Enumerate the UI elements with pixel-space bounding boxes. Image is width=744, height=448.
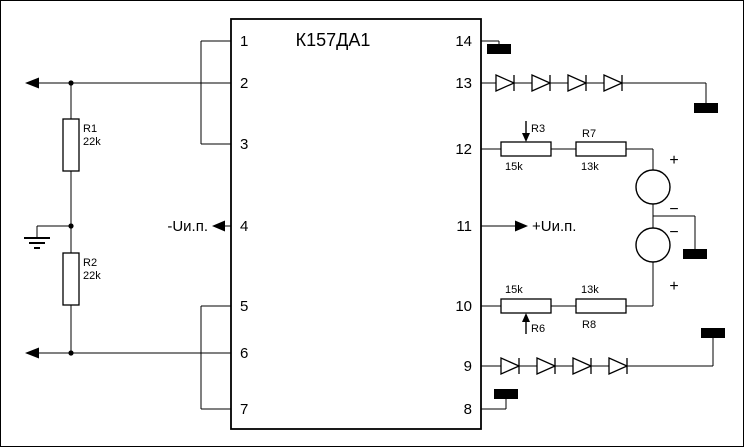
resistor-r8 <box>575 298 627 314</box>
pot-r3 <box>500 141 552 157</box>
pin-2-number: 2 <box>240 75 248 92</box>
pin-8-number: 8 <box>464 401 472 418</box>
pot-r3-wiper-arrow <box>522 121 530 142</box>
source1-plus-label: + <box>669 152 678 169</box>
diode-icon <box>500 356 521 376</box>
right-wires <box>481 40 714 410</box>
pin-1-number: 1 <box>240 33 248 50</box>
pot-r6-wiper-arrow <box>522 313 530 334</box>
r6-name-label: R6 <box>531 323 545 335</box>
pos-supply-label: +Uи.п. <box>532 218 576 235</box>
diode-icon <box>572 356 593 376</box>
r3-name-label: R3 <box>531 123 545 135</box>
diode-icon <box>603 73 624 93</box>
ground-symbol-left <box>24 237 50 249</box>
source2-minus-label: − <box>669 224 678 241</box>
pin-7-number: 7 <box>240 401 248 418</box>
ground-bar-pin9 <box>701 328 725 338</box>
ground-bar-pin13 <box>694 103 718 113</box>
pin-3-number: 3 <box>240 136 248 153</box>
pin-11-number: 11 <box>456 218 472 235</box>
junction-dot <box>68 223 74 229</box>
r7-name-label: R7 <box>582 128 596 140</box>
r6-value-label: 15k <box>505 284 523 296</box>
pin-12-number: 12 <box>455 141 472 158</box>
pot-r6 <box>500 298 552 314</box>
resistor-r2 <box>62 252 80 306</box>
junction-dot <box>68 350 74 356</box>
r3-value-label: 15k <box>505 161 523 173</box>
neg-supply-arrow-icon <box>212 220 225 232</box>
arrow-out-bottom-icon <box>25 347 39 359</box>
pin-5-number: 5 <box>240 298 248 315</box>
diode-icon <box>567 73 588 93</box>
junction-dot <box>68 80 74 86</box>
pin-14-number: 14 <box>455 33 472 50</box>
resistor-r7 <box>575 141 627 157</box>
pin-13-number: 13 <box>455 75 472 92</box>
ground-bar-sources <box>683 249 707 259</box>
source-circle-2 <box>635 227 671 263</box>
source2-plus-label: + <box>669 278 678 295</box>
ic-body <box>230 18 482 430</box>
diode-icon <box>608 356 629 376</box>
arrow-out-top-icon <box>25 77 39 89</box>
pos-supply-arrow-icon <box>515 220 528 232</box>
diode-icon <box>495 73 516 93</box>
resistor-r1 <box>62 118 80 172</box>
r2-name-label: R2 <box>83 257 97 269</box>
pin-10-number: 10 <box>455 298 472 315</box>
r8-name-label: R8 <box>582 319 596 331</box>
r8-value-label: 13k <box>581 284 599 296</box>
pin-4-number: 4 <box>240 218 248 235</box>
r1-value-label: 22k <box>83 136 101 148</box>
diode-icon <box>536 356 557 376</box>
diode-icon <box>531 73 552 93</box>
ground-bar-pin14 <box>487 44 511 54</box>
r2-value-label: 22k <box>83 270 101 282</box>
r1-name-label: R1 <box>83 123 97 135</box>
pin-9-number: 9 <box>464 358 472 375</box>
ground-bar-pin8 <box>494 389 518 399</box>
r7-value-label: 13k <box>581 161 599 173</box>
pin-6-number: 6 <box>240 345 248 362</box>
source-circle-1 <box>635 169 671 205</box>
source1-minus-label: − <box>669 201 678 218</box>
neg-supply-label: -Uи.п. <box>167 218 208 235</box>
ic-label: К157ДА1 <box>296 30 371 50</box>
left-wires <box>35 40 231 410</box>
